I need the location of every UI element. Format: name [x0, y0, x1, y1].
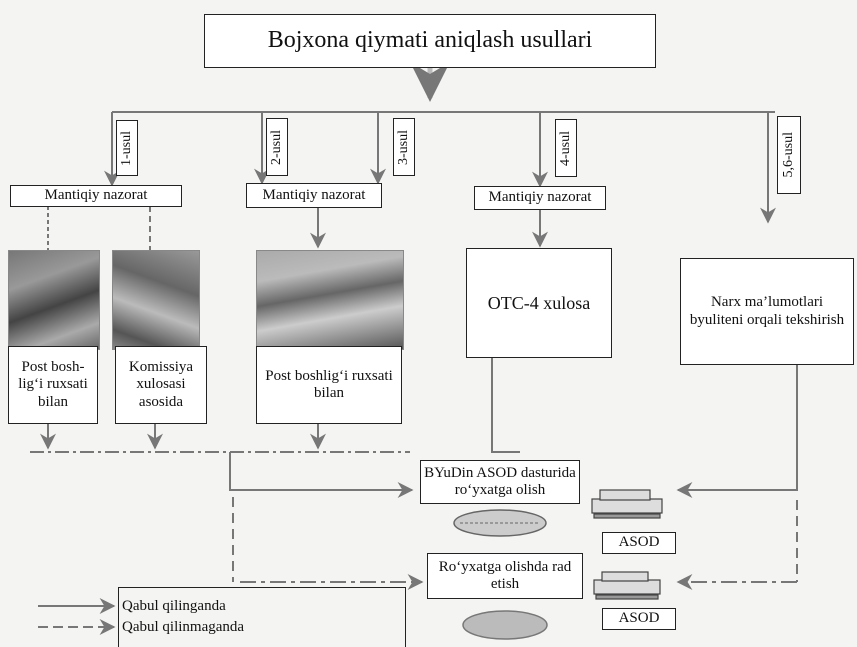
computer-icon-2	[593, 571, 661, 600]
computer-icon-1	[591, 489, 663, 519]
legend-not-accepted-label: Qabul qilinmaganda	[122, 619, 245, 635]
control-box-2: Mantiqiy nazorat	[246, 183, 382, 208]
to-registration	[229, 452, 414, 498]
disk-icon	[462, 610, 548, 640]
rejection-box: Ro‘yxatga olishda rad etish	[427, 553, 583, 599]
legend-frame	[118, 587, 406, 647]
asod-box-1: ASOD	[602, 532, 676, 554]
otc-conclusion-box: OTC-4 xulosa	[466, 248, 612, 358]
control-box-1: Mantiqiy nazorat	[10, 185, 182, 207]
method-label-56: 5,6-usul	[777, 116, 801, 194]
method-label-3: 3-usul	[393, 118, 415, 176]
officer-photo-1	[8, 250, 100, 350]
method-label-4: 4-usul	[555, 119, 577, 177]
title-box: Bojxona qiymati aniqlash usullari	[204, 14, 656, 68]
operator-photo	[256, 250, 404, 350]
otc-down	[491, 358, 520, 453]
legend-accepted-label: Qabul qilinganda	[122, 598, 226, 614]
post-head-approval-box-2: Post boshlig‘i ruxsati bilan	[256, 346, 402, 424]
method-label-1: 1-usul	[116, 120, 138, 176]
asod-box-2: ASOD	[602, 608, 676, 630]
control-box-4: Mantiqiy nazorat	[474, 186, 606, 210]
post-head-approval-box-1: Post bosh-lig‘i ruxsati bilan	[8, 346, 98, 424]
commission-conclusion-box: Komissiya xulosasi asosida	[115, 346, 207, 424]
registration-box: BYuDin ASOD dasturida ro‘yxatga olish	[420, 460, 580, 504]
price-info-box: Narx ma’lumotlari byuliteni orqali teksh…	[680, 258, 854, 365]
method-label-2: 2-usul	[266, 118, 288, 176]
commission-photo	[112, 250, 200, 350]
price-down	[676, 365, 798, 498]
